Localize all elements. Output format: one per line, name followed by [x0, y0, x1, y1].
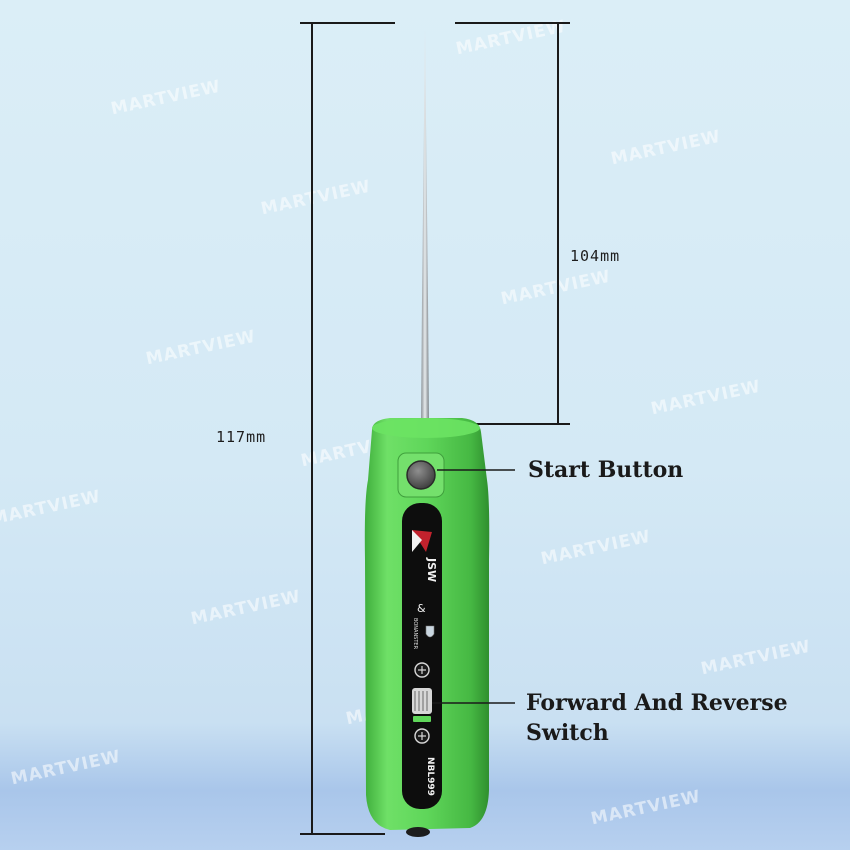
model-text: NBL999: [425, 757, 435, 796]
dimension-bottom-tick: [300, 833, 385, 835]
device-top-cap: [372, 418, 480, 438]
amp-symbol: &: [417, 602, 426, 615]
dimension-top-tick: [300, 22, 395, 24]
start-button-label: Start Button: [528, 457, 684, 483]
bit-length-label: 104mm: [570, 247, 621, 265]
switch-label-line1: Forward And Reverse: [526, 690, 788, 716]
brand-text: JSW: [425, 557, 438, 582]
dimension-vertical-line: [311, 22, 313, 834]
device-bottom-foot: [406, 827, 430, 837]
black-panel: [402, 503, 442, 809]
shield-icon: [425, 625, 435, 638]
bit-dimension-vertical-line: [557, 22, 559, 424]
switch-label-line2: Switch: [526, 720, 609, 746]
start-button: [406, 460, 436, 490]
bit-dimension-bottom-tick: [470, 423, 570, 425]
screwdriver-bit: [421, 30, 429, 425]
maker-text: BONANSTER: [412, 618, 418, 650]
total-length-label: 117mm: [216, 428, 267, 446]
bit-dimension-top-tick: [455, 22, 570, 24]
